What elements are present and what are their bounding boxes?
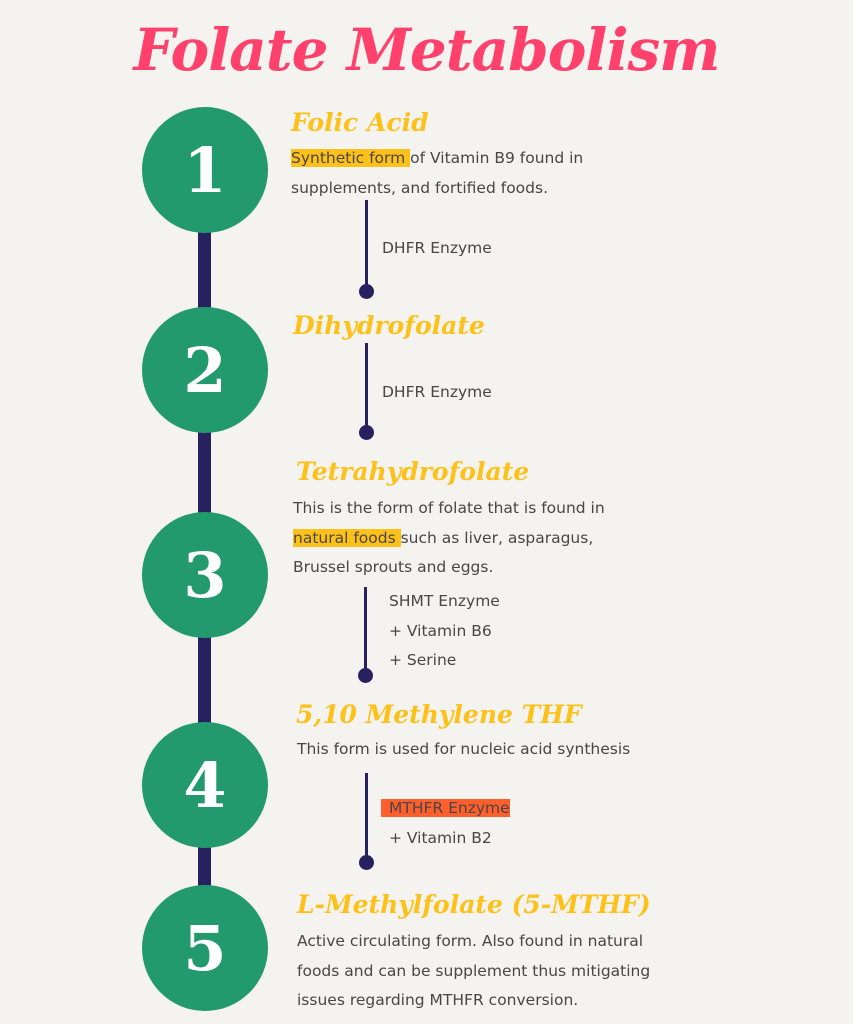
highlight-mthfr-enzyme: MTHFR Enzyme <box>381 799 510 817</box>
step-2-circle: 2 <box>142 307 268 433</box>
step-1-connector-line <box>365 200 368 290</box>
step-4-connector-line <box>365 773 368 861</box>
step-1-circle: 1 <box>142 107 268 233</box>
step-number: 3 <box>183 538 227 612</box>
highlight-synthetic-form: Synthetic form <box>291 149 411 167</box>
step-4-title: 5,10 Methylene THF <box>296 700 582 729</box>
step-1-connector-dot <box>359 284 374 299</box>
step-3-description: This is the form of folate that is found… <box>293 499 605 576</box>
step-3-connector-dot <box>358 668 373 683</box>
step-number: 4 <box>183 748 227 822</box>
step-2-connector-dot <box>359 425 374 440</box>
step-4-cofactors: MTHFR Enzyme + Vitamin B2 <box>381 794 510 853</box>
step-1-description: Synthetic form of Vitamin B9 found in su… <box>291 149 584 197</box>
step-2-connector-line <box>365 343 368 431</box>
step-2-title: Dihydrofolate <box>293 311 485 340</box>
step-4-circle: 4 <box>142 722 268 848</box>
step-3-title: Tetrahydrofolate <box>296 457 530 486</box>
step-3-circle: 3 <box>142 512 268 638</box>
step-number: 1 <box>183 133 227 207</box>
step-5-circle: 5 <box>142 885 268 1011</box>
step-1-enzyme: DHFR Enzyme <box>382 239 492 257</box>
highlight-natural-foods: natural foods <box>293 528 401 547</box>
step-3-connector-line <box>364 587 367 675</box>
step-1-title: Folic Acid <box>291 108 429 137</box>
page-title: Folate Metabolism <box>133 16 721 84</box>
step-4-description: This form is used for nucleic acid synth… <box>297 740 631 758</box>
step-5-description: Active circulating form. Also found in n… <box>297 932 651 1009</box>
step-number: 5 <box>183 911 227 985</box>
step-number: 2 <box>183 333 227 407</box>
step-2-enzyme: DHFR Enzyme <box>382 383 492 401</box>
step-3-cofactors: SHMT Enzyme + Vitamin B6 + Serine <box>389 592 500 669</box>
step-5-title: L-Methylfolate (5-MTHF) <box>297 890 651 919</box>
step-4-connector-dot <box>359 855 374 870</box>
